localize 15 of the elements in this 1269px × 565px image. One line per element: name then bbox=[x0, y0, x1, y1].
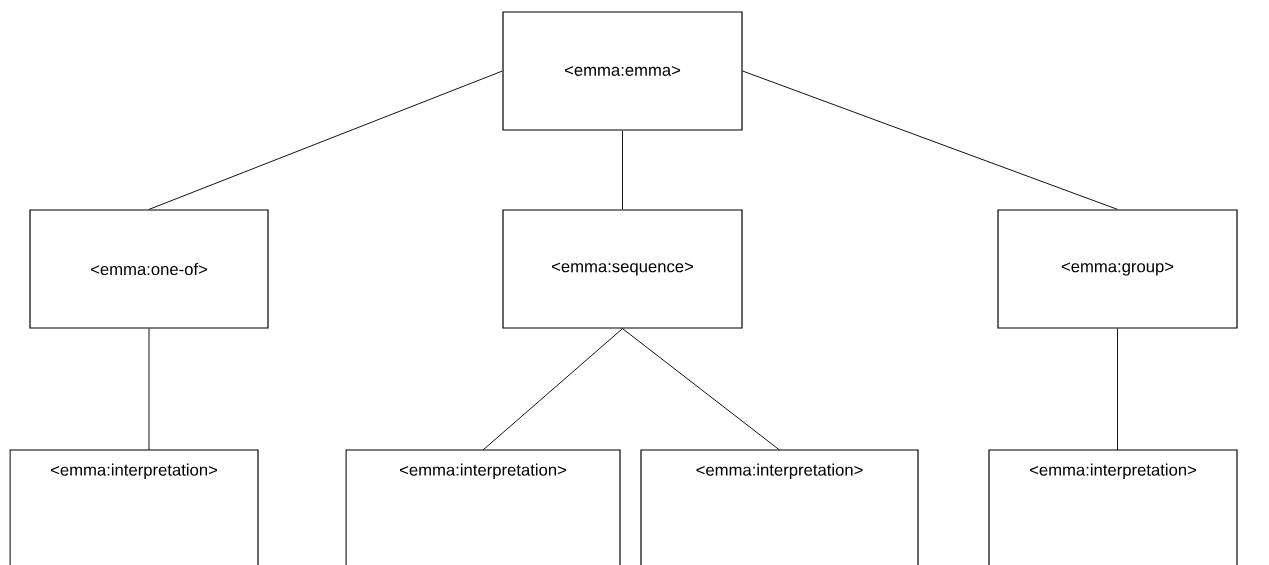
connector-line bbox=[742, 70, 1118, 210]
connector-line bbox=[622, 328, 780, 451]
element-box: <emma:emma> bbox=[502, 11, 743, 131]
element-box: <emma:sequence> bbox=[502, 209, 743, 329]
element-box: <emma:group> bbox=[997, 209, 1238, 329]
connector-line bbox=[1117, 328, 1118, 451]
connector-line bbox=[622, 130, 623, 210]
element-box: <emma:interpretation> bbox=[988, 449, 1238, 565]
connector-line bbox=[148, 328, 150, 451]
element-box: <emma:interpretation> bbox=[640, 449, 919, 565]
connector-line bbox=[148, 70, 503, 210]
element-box: <emma:interpretation> bbox=[345, 449, 621, 565]
element-box: <emma:one-of> bbox=[29, 209, 269, 329]
connector-line bbox=[482, 328, 623, 451]
element-box: <emma:interpretation> bbox=[9, 449, 259, 565]
